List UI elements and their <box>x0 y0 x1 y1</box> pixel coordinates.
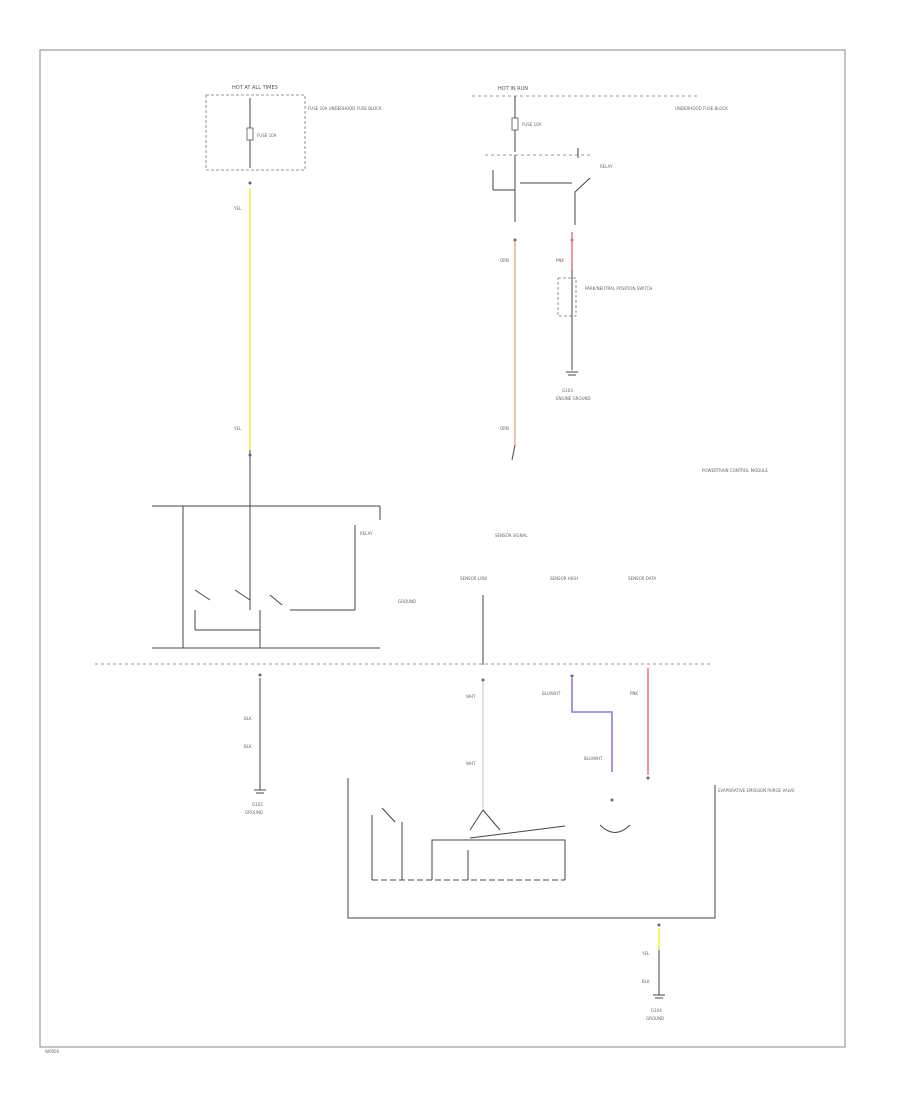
fuse-right-label: FUSE 10A <box>522 122 542 127</box>
wire-yel-top-label: YEL <box>233 206 242 211</box>
wire-wht-2-label: WHT <box>466 761 476 766</box>
fuse-block-left <box>205 94 306 171</box>
wire-pnk-label: PNK <box>556 258 564 263</box>
ground-right-label: G103 <box>562 388 573 393</box>
ground-right-desc: ENGINE GROUND <box>556 396 591 401</box>
ground-label-mid: GROUND <box>398 599 416 604</box>
diagram-border <box>39 49 846 1048</box>
switch-box <box>557 277 577 317</box>
wire-blk-3-label: BLK <box>642 979 650 984</box>
sensor-3-label: SENSOR HIGH <box>550 576 578 581</box>
ground-bottom-label: G104 <box>651 1008 662 1013</box>
fuse-left-icon <box>246 127 254 141</box>
fuse-block-right-label: HOT IN RUN <box>498 86 528 92</box>
fuse-block-right-desc: UNDERHOOD FUSE BLOCK <box>675 106 728 111</box>
switch-desc: PARK/NEUTRAL POSITION SWITCH <box>585 286 652 291</box>
module-bottom-desc: EVAPORATIVE EMISSION PURGE VALVE <box>718 788 795 793</box>
ground-left-desc: GROUND <box>245 810 263 815</box>
relay-module-label: RELAY <box>360 531 373 536</box>
wire-orn-bottom-label: ORN <box>500 426 509 431</box>
wire-orn-top-label: ORN <box>500 258 509 263</box>
wire-blu-label: BLU/WHT <box>542 691 561 696</box>
ground-bottom-desc: GROUND <box>646 1016 664 1021</box>
fuse-block-left-label: HOT AT ALL TIMES <box>232 85 278 91</box>
wire-blue <box>571 678 613 772</box>
wire-yel-bottom-label: YEL <box>233 426 242 431</box>
footer-code: W0000 <box>45 1049 60 1054</box>
sensor-2-label: SENSOR LOW <box>460 576 487 581</box>
sensor-4-label: SENSOR DATA <box>628 576 656 581</box>
ground-left-label: G102 <box>252 802 263 807</box>
wire-pnk-2-label: PNK <box>630 691 638 696</box>
sensor-1-label: SENSOR SIGNAL <box>495 533 528 538</box>
wire-blk-1-label: BLK <box>244 716 252 721</box>
module-right-desc: POWERTRAIN CONTROL MODULE <box>702 468 768 473</box>
fuse-block-left-desc: FUSE 10A UNDERHOOD FUSE BLOCK <box>308 106 382 111</box>
fuse-right-icon <box>511 117 519 131</box>
wire-blk-2-label: BLK <box>244 744 252 749</box>
wire-wht-1-label: WHT <box>466 694 476 699</box>
wire-blu-2-label: BLU/WHT <box>584 756 603 761</box>
fuse-left-label: FUSE 10A <box>257 133 277 138</box>
relay-right-label: RELAY <box>600 164 613 169</box>
wire-yel-2-label: YEL <box>641 951 650 956</box>
